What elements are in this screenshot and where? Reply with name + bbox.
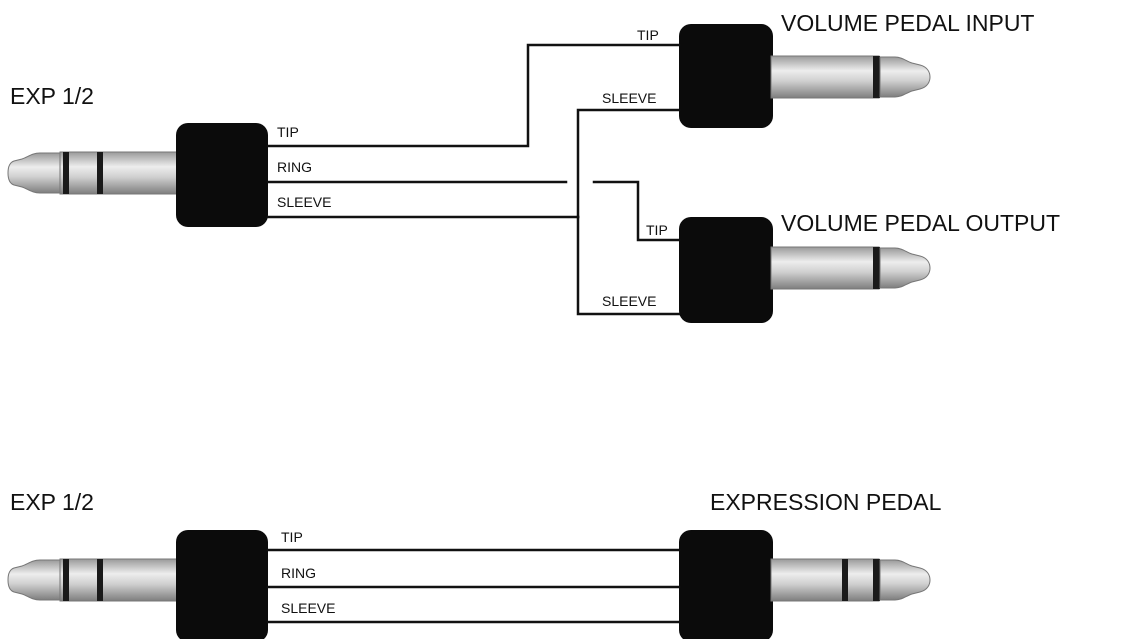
bottom-wire-tip-label: TIP: [281, 529, 303, 545]
bottom-wire-sleeve-label: SLEEVE: [281, 600, 335, 616]
volume-input-plug: [679, 24, 931, 128]
wire-tip-to-input: [266, 43, 681, 148]
expression-pedal-plug: [679, 530, 931, 639]
top-wire-ring-label: RING: [277, 159, 312, 175]
input-sleeve-label: SLEEVE: [602, 90, 656, 106]
volume-output-plug: [679, 217, 931, 323]
wire-ring-to-output: [592, 180, 681, 242]
bottom-source-label: EXP 1/2: [10, 489, 94, 515]
top-wire-tip-label: TIP: [277, 124, 299, 140]
top-source-label: EXP 1/2: [10, 83, 94, 109]
output-tip-label: TIP: [646, 222, 668, 238]
exp-trs-plug-top: [7, 123, 268, 227]
output-sleeve-label: SLEEVE: [602, 293, 656, 309]
wire-sleeve-to-input: [576, 108, 681, 219]
volume-output-label: VOLUME PEDAL OUTPUT: [781, 210, 1060, 236]
expression-pedal-label: EXPRESSION PEDAL: [710, 489, 942, 515]
wire-sleeve-to-output: [576, 215, 681, 316]
bottom-wire-ring-label: RING: [281, 565, 316, 581]
input-tip-label: TIP: [637, 27, 659, 43]
top-wires: [266, 43, 681, 316]
bottom-wires: [266, 548, 681, 624]
volume-input-label: VOLUME PEDAL INPUT: [781, 10, 1034, 36]
top-wire-sleeve-label: SLEEVE: [277, 194, 331, 210]
exp-trs-plug-bottom: [7, 530, 268, 639]
